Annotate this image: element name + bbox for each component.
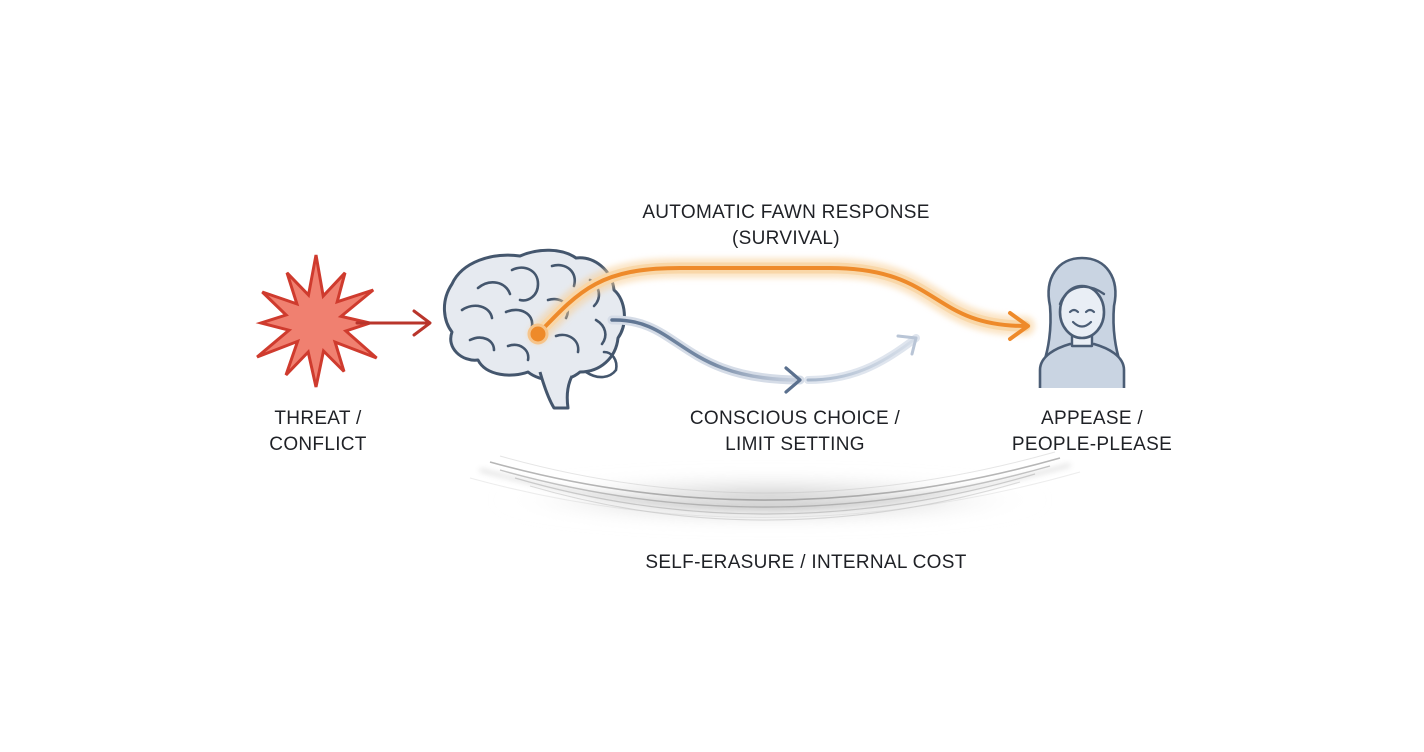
threat-arrow	[355, 309, 432, 337]
appease-label: APPEASE / PEOPLE-PLEASE	[1011, 408, 1173, 455]
conscious-choice-label: CONSCIOUS CHOICE / LIMIT SETTING	[689, 408, 901, 455]
self-erasure-bowl	[469, 451, 1081, 526]
conscious-choice-path	[607, 315, 920, 394]
person-icon	[1038, 256, 1126, 388]
fawn-response-label: AUTOMATIC FAWN RESPONSE (SURVIVAL)	[642, 202, 930, 249]
starburst-icon	[255, 254, 378, 388]
fawn-response-path	[527, 258, 1035, 345]
threat-label: THREAT / CONFLICT	[269, 408, 367, 455]
self-erasure-label: SELF-ERASURE / INTERNAL COST	[645, 552, 967, 573]
